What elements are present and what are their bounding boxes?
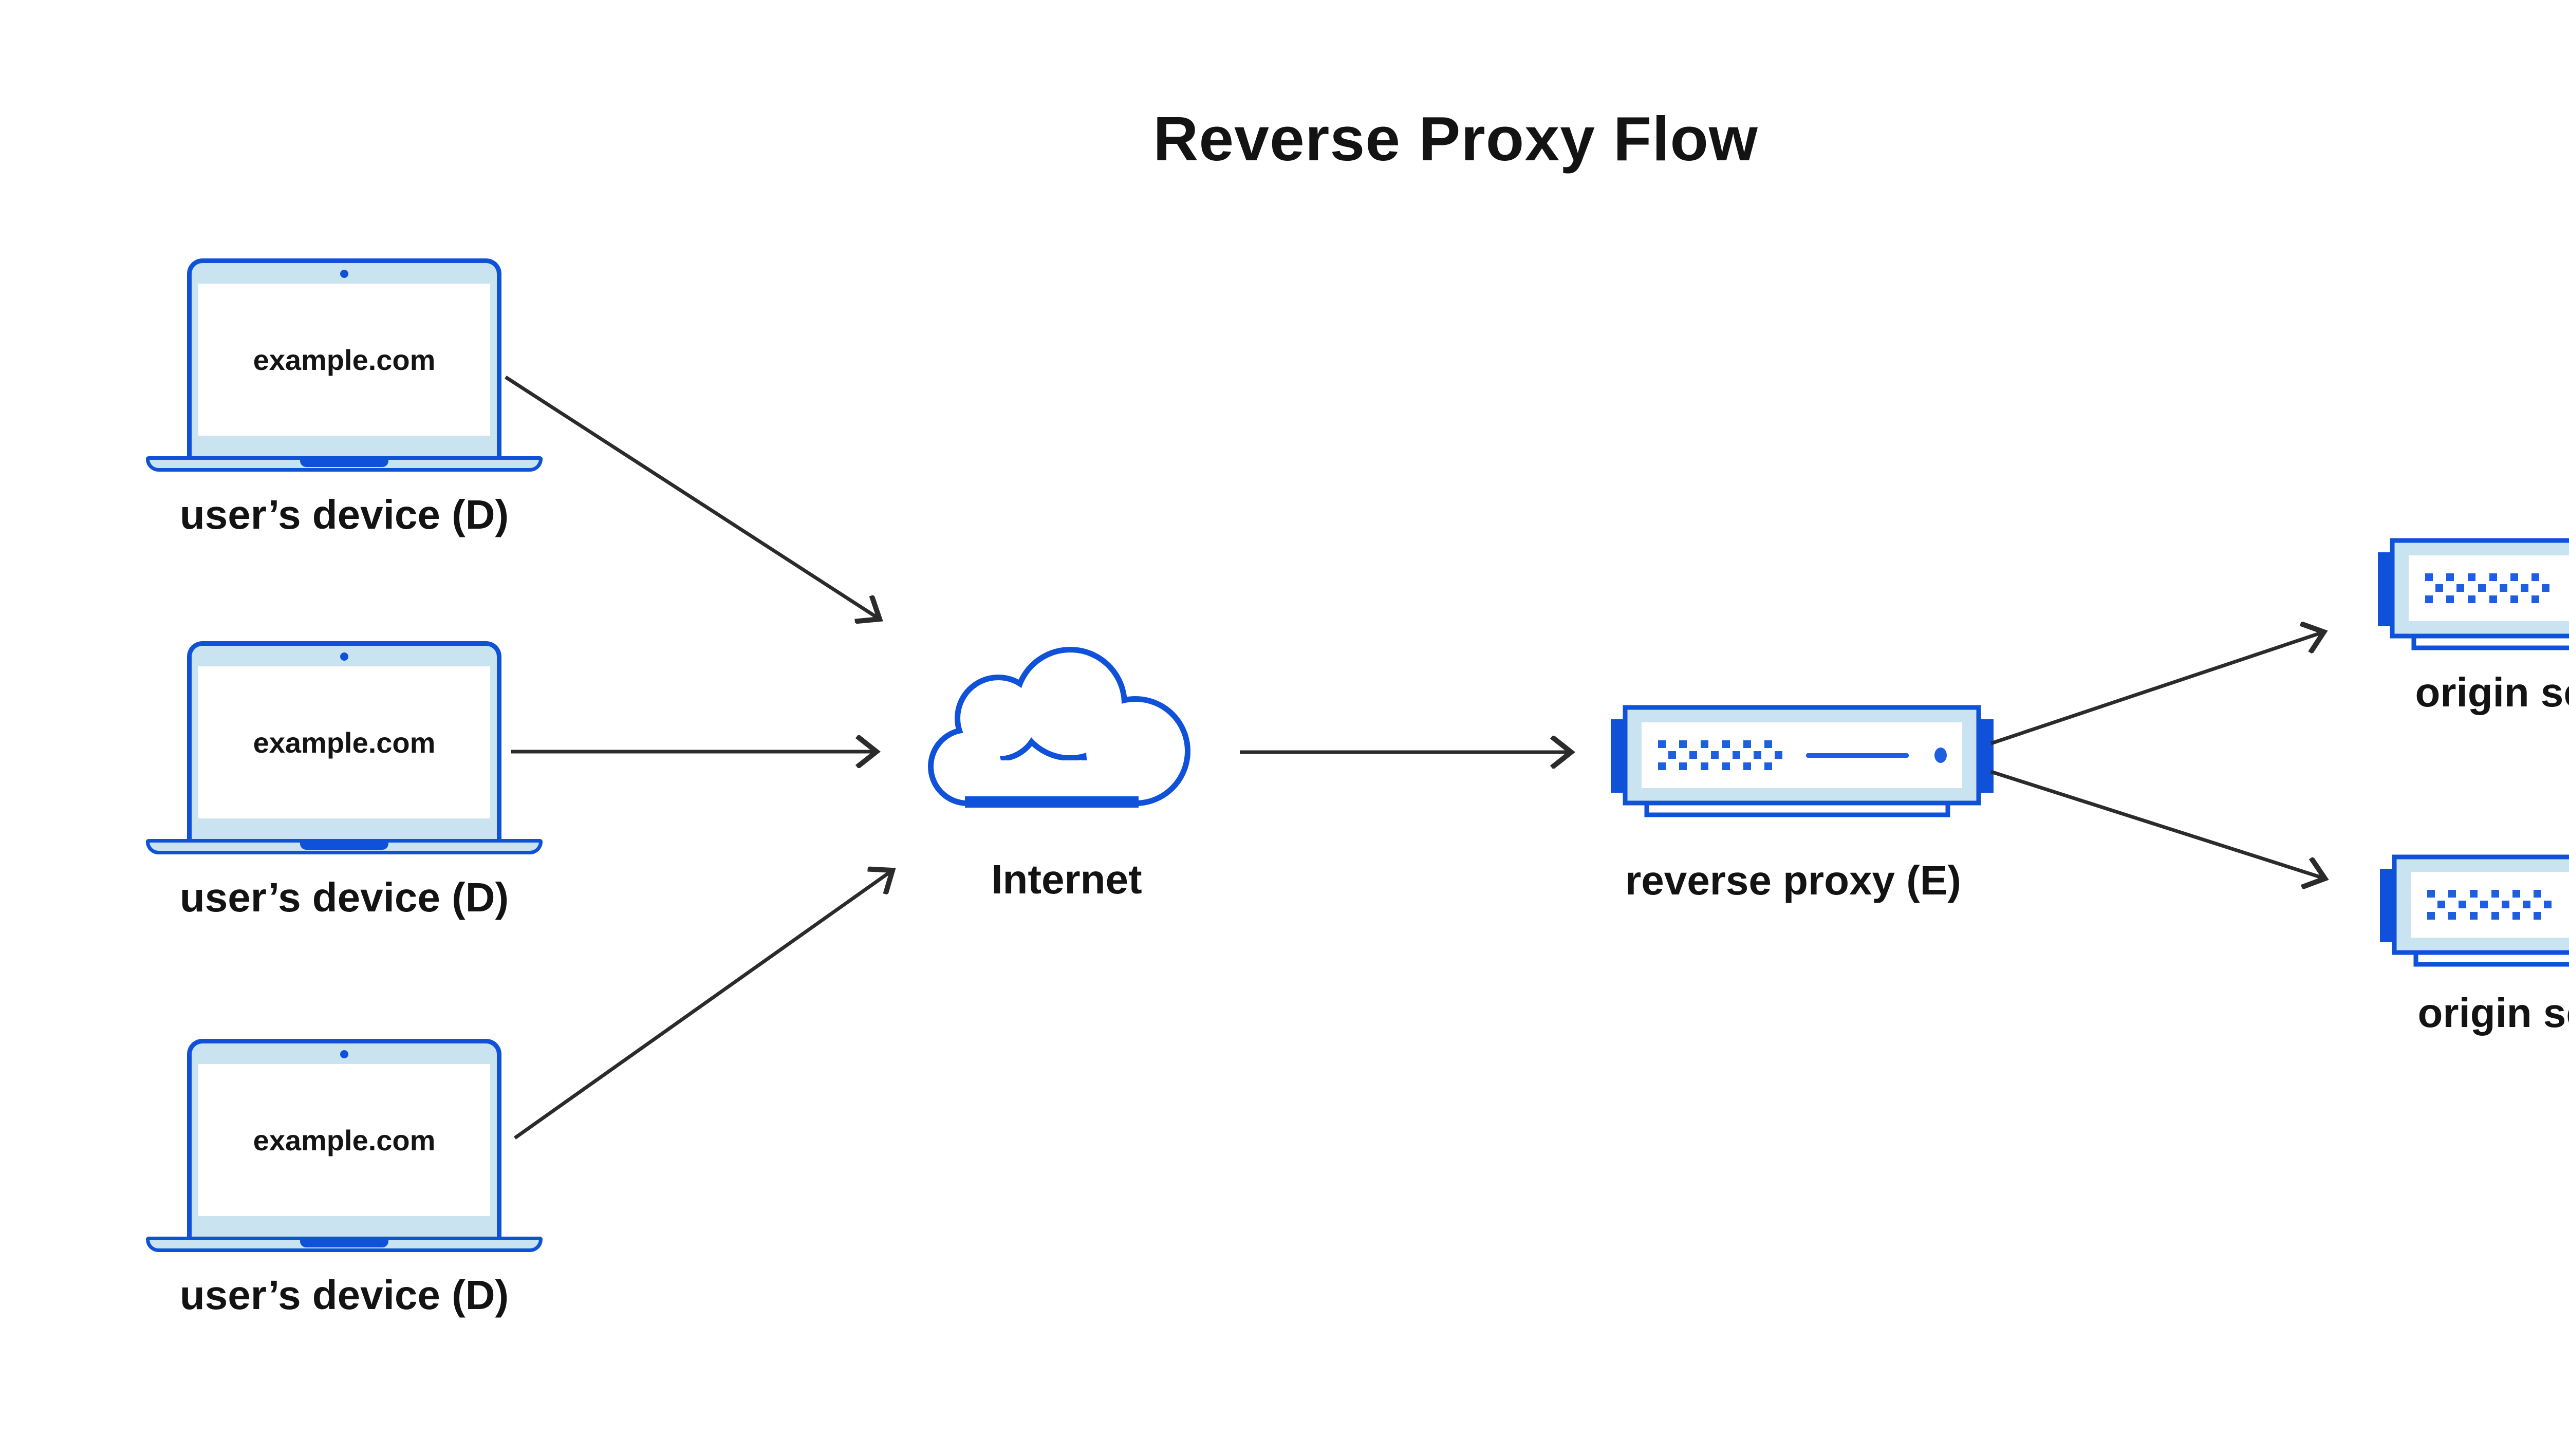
- laptop-screen-text: example.com: [198, 666, 490, 818]
- laptop-screen-text: example.com: [198, 1064, 490, 1216]
- server-status-light: [1934, 748, 1947, 763]
- laptop-icon: example.com: [187, 258, 501, 456]
- camera-dot-icon: [340, 270, 348, 278]
- laptop-icon: example.com: [187, 641, 501, 839]
- origin-server-2-icon: [2380, 854, 2569, 967]
- camera-dot-icon: [340, 1050, 348, 1058]
- origin-server-2-label: origin server (F): [2417, 990, 2569, 1036]
- laptop-base: [146, 456, 543, 472]
- laptop-base: [146, 1237, 543, 1252]
- arrow-device1-to-internet: [505, 376, 880, 619]
- server-vent-dots: [2427, 890, 2552, 920]
- user-device-2: example.com user’s device (D): [146, 641, 543, 922]
- reverse-proxy-label: reverse proxy (E): [1625, 857, 1961, 903]
- device-label: user’s device (D): [179, 1272, 509, 1318]
- laptop-hinge: [300, 1240, 388, 1247]
- server-slot-line: [1806, 753, 1909, 758]
- server-panel: [2411, 872, 2569, 938]
- laptop-screen-text: example.com: [198, 284, 490, 436]
- laptop-base: [146, 839, 543, 854]
- laptop-hinge: [300, 842, 388, 850]
- server-vent-dots: [2425, 573, 2549, 603]
- internet-label: Internet: [991, 856, 1142, 902]
- laptop-hinge: [300, 459, 388, 467]
- origin-server-1-icon: [2378, 538, 2569, 650]
- origin-server-1-label: origin server (F): [2415, 669, 2569, 715]
- user-device-1: example.com user’s device (D): [146, 258, 543, 539]
- server-vent-dots: [1658, 740, 1782, 770]
- arrow-proxy-to-origin1: [1990, 632, 2324, 745]
- device-label: user’s device (D): [179, 492, 509, 537]
- arrow-proxy-to-origin2: [1990, 770, 2325, 879]
- device-label: user’s device (D): [179, 874, 509, 920]
- camera-dot-icon: [340, 652, 348, 661]
- arrow-device3-to-internet: [513, 870, 892, 1140]
- user-device-3: example.com user’s device (D): [146, 1039, 543, 1320]
- cloud-icon: [928, 647, 1190, 808]
- reverse-proxy-server-icon: [1611, 705, 1994, 817]
- laptop-icon: example.com: [187, 1039, 501, 1237]
- page-title: Reverse Proxy Flow: [1153, 104, 1758, 174]
